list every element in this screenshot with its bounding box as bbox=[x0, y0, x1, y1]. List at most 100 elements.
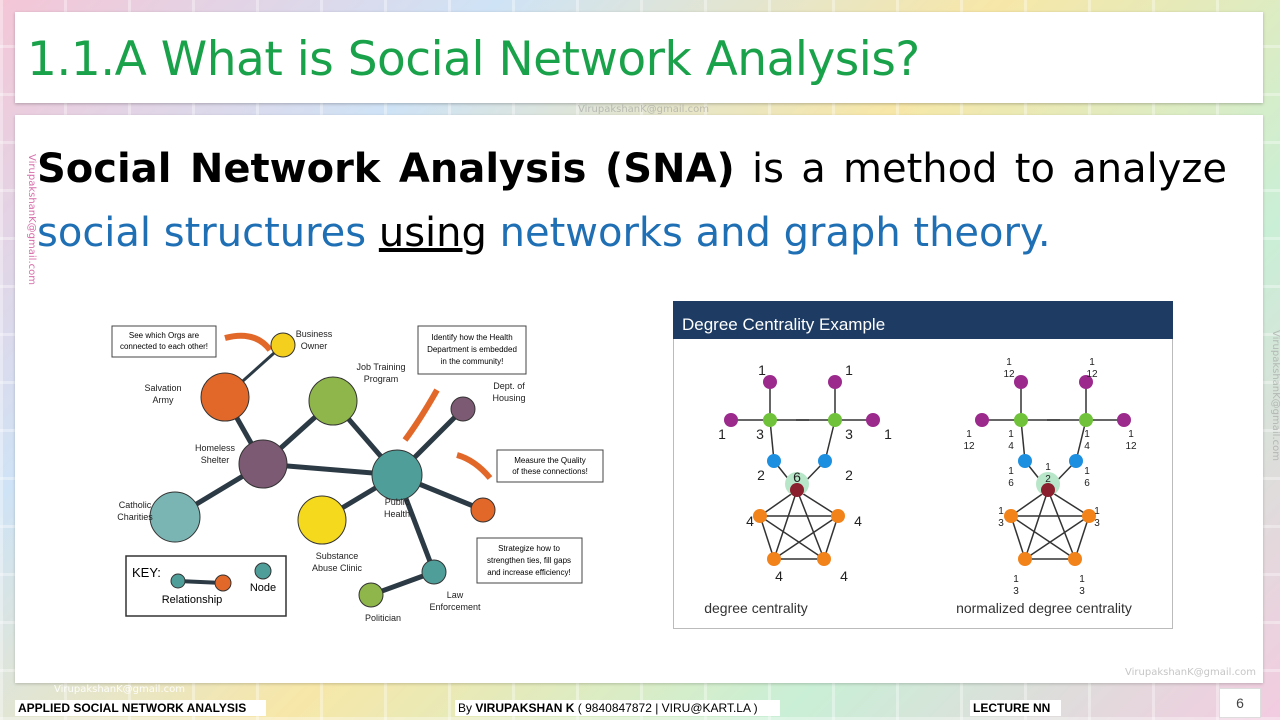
callout-quality-2: of these connections! bbox=[512, 467, 588, 476]
norm-blue-1-num: 1 bbox=[1008, 466, 1014, 477]
footer-author-name: VIRUPAKSHAN K bbox=[475, 701, 575, 715]
label-salvation-army-2: Army bbox=[153, 395, 174, 405]
norm-leaf-2-den: 12 bbox=[1086, 369, 1098, 380]
callout-health: Identify how the Health Department is em… bbox=[417, 325, 527, 375]
node-job-training bbox=[308, 376, 358, 426]
norm-green-1-num: 1 bbox=[1008, 429, 1014, 440]
community-network-diagram: Business Owner Salvation Army Job Traini… bbox=[111, 325, 604, 623]
node-public-health bbox=[371, 449, 423, 501]
slide-title: 1.1.A What is Social Network Analysis? bbox=[27, 32, 920, 87]
norm-green-2-den: 4 bbox=[1084, 441, 1090, 452]
label-law-enforcement-2: Enforcement bbox=[429, 602, 481, 612]
diagram-key: KEY: Relationship Node bbox=[125, 555, 287, 617]
label-catholic-charities-2: Charities bbox=[117, 512, 153, 522]
figure-header: Degree Centrality Example bbox=[682, 315, 885, 334]
norm-leaf-4-den: 12 bbox=[1125, 441, 1137, 452]
deg-center: 6 bbox=[793, 469, 801, 485]
footer-author: By VIRUPAKSHAN K ( 9840847872 | VIRU@KAR… bbox=[455, 700, 780, 716]
caption-degree-centrality: degree centrality bbox=[704, 600, 808, 616]
footer-contact: ( 9840847872 | VIRU@KART.LA ) bbox=[574, 701, 758, 715]
label-law-enforcement-1: Law bbox=[447, 590, 464, 600]
key-title: KEY: bbox=[132, 565, 161, 580]
norm-green-1-den: 4 bbox=[1008, 441, 1014, 452]
callout-quality: Measure the Quality of these connections… bbox=[496, 449, 604, 483]
callout-orgs-2: connected to each other! bbox=[120, 342, 208, 351]
label-public-health-2: Health bbox=[384, 509, 410, 519]
callout-health-2: Department is embedded bbox=[427, 345, 517, 354]
norm-orange-3-den: 3 bbox=[1013, 586, 1019, 597]
node-law-enforcement bbox=[421, 559, 447, 585]
norm-leaf-1-num: 1 bbox=[1006, 357, 1012, 368]
watermark-bottom-left: VirupakshanK@gmail.com bbox=[54, 684, 185, 695]
watermark-left: VirupakshanK@gmail.com bbox=[26, 154, 37, 285]
label-job-training-2: Program bbox=[364, 374, 399, 384]
callout-orgs-1: See which Orgs are bbox=[129, 331, 200, 340]
definition-text: Social Network Analysis (SNA) is a metho… bbox=[37, 137, 1227, 265]
node-orange-small bbox=[470, 497, 496, 523]
callout-orgs: See which Orgs are connected to each oth… bbox=[111, 325, 217, 358]
definition-blue-1: social structures bbox=[37, 210, 367, 256]
label-public-health-1: Public bbox=[385, 497, 410, 507]
node-homeless-shelter bbox=[238, 439, 288, 489]
deg-leaf-3: 1 bbox=[718, 426, 726, 442]
norm-orange-2-den: 3 bbox=[1094, 518, 1100, 529]
norm-leaf-2-num: 1 bbox=[1089, 357, 1095, 368]
definition-underline: using bbox=[378, 210, 487, 256]
label-substance-abuse-2: Abuse Clinic bbox=[312, 563, 363, 573]
definition-bold: Social Network Analysis (SNA) bbox=[37, 146, 735, 192]
deg-blue-1: 2 bbox=[757, 467, 765, 483]
norm-leaf-3-num: 1 bbox=[966, 429, 972, 440]
footer-by: By bbox=[458, 701, 476, 715]
node-salvation-army bbox=[200, 372, 250, 422]
deg-leaf-1: 1 bbox=[758, 362, 766, 378]
node-substance-abuse bbox=[297, 495, 347, 545]
node-dept-housing bbox=[450, 396, 476, 422]
degree-centrality-figure: Degree Centrality Example bbox=[673, 301, 1173, 629]
label-dept-housing-1: Dept. of bbox=[493, 381, 525, 391]
deg-orange-3: 4 bbox=[775, 568, 783, 584]
norm-orange-3-num: 1 bbox=[1013, 574, 1019, 585]
key-relationship: Relationship bbox=[162, 594, 223, 606]
norm-orange-1-den: 3 bbox=[998, 518, 1004, 529]
definition-blue-2: networks and graph theory. bbox=[499, 210, 1051, 256]
deg-orange-4: 4 bbox=[840, 568, 848, 584]
page-number: 6 bbox=[1219, 688, 1261, 718]
deg-leaf-4: 1 bbox=[884, 426, 892, 442]
label-homeless-shelter-2: Shelter bbox=[201, 455, 230, 465]
callout-arrows bbox=[224, 332, 493, 480]
footer-lecture: LECTURE NN bbox=[970, 700, 1061, 716]
definition-plain: is a method to analyze bbox=[752, 146, 1227, 192]
deg-green-2: 3 bbox=[845, 426, 853, 442]
norm-orange-4-num: 1 bbox=[1079, 574, 1085, 585]
label-politician: Politician bbox=[365, 613, 401, 623]
norm-blue-1-den: 6 bbox=[1008, 478, 1014, 489]
callout-health-3: in the community! bbox=[441, 357, 504, 366]
watermark-top: VirupakshanK@gmail.com bbox=[578, 104, 709, 115]
key-node: Node bbox=[250, 582, 276, 594]
norm-blue-2-den: 6 bbox=[1084, 478, 1090, 489]
node-politician bbox=[358, 582, 384, 608]
callout-strategize-3: and increase efficiency! bbox=[487, 568, 570, 577]
deg-orange-1: 4 bbox=[746, 513, 754, 529]
norm-leaf-1-den: 12 bbox=[1003, 369, 1015, 380]
content-panel: Social Network Analysis (SNA) is a metho… bbox=[15, 115, 1263, 683]
deg-green-1: 3 bbox=[756, 426, 764, 442]
callout-strategize-1: Strategize how to bbox=[498, 544, 560, 553]
norm-leaf-4-num: 1 bbox=[1128, 429, 1134, 440]
norm-orange-2-num: 1 bbox=[1094, 506, 1100, 517]
norm-blue-2-num: 1 bbox=[1084, 466, 1090, 477]
figure-header-bar bbox=[673, 301, 1173, 339]
node-catholic-charities bbox=[149, 491, 201, 543]
label-substance-abuse-1: Substance bbox=[316, 551, 359, 561]
label-catholic-charities-1: Catholic bbox=[119, 500, 152, 510]
norm-leaf-3-den: 12 bbox=[963, 441, 975, 452]
deg-blue-2: 2 bbox=[845, 467, 853, 483]
node-business-owner bbox=[270, 332, 296, 358]
deg-leaf-2: 1 bbox=[845, 362, 853, 378]
callout-strategize-2: strengthen ties, fill gaps bbox=[487, 556, 571, 565]
deg-orange-2: 4 bbox=[854, 513, 862, 529]
label-homeless-shelter-1: Homeless bbox=[195, 443, 236, 453]
norm-center-den: 2 bbox=[1045, 474, 1051, 485]
caption-normalized-degree-centrality: normalized degree centrality bbox=[956, 600, 1132, 616]
label-dept-housing-2: Housing bbox=[492, 393, 525, 403]
